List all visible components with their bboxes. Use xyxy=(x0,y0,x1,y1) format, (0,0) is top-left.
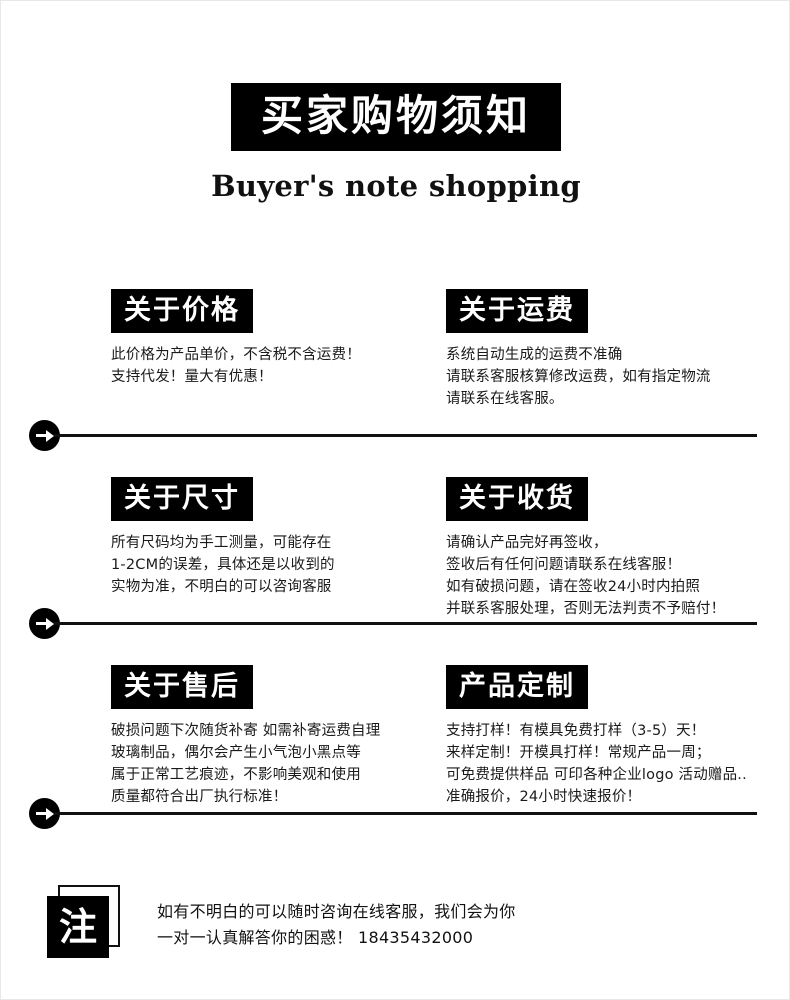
section-badge: 关于售后 xyxy=(111,665,253,709)
arrow-divider-1 xyxy=(29,420,757,452)
arrow-divider-2 xyxy=(29,608,757,640)
section-about-receiving: 关于收货 请确认产品完好再签收， 签收后有任何问题请联系在线客服！ 如有破损问题… xyxy=(446,477,771,617)
note-badge: 注 xyxy=(47,885,121,959)
section-badge: 关于运费 xyxy=(446,289,588,333)
section-body: 破损问题下次随货补寄 如需补寄运费自理 玻璃制品，偶尔会产生小气泡小黑点等 属于… xyxy=(111,723,381,805)
section-badge: 关于收货 xyxy=(446,477,588,521)
section-body: 支持打样！有模具免费打样（3-5）天！ 来样定制！开模具打样！常规产品一周； 可… xyxy=(446,723,747,805)
section-body: 此价格为产品单价，不含税不含运费！ 支持代发！量大有优惠！ xyxy=(111,347,361,385)
page-header: 买家购物须知 Buyer's note shopping xyxy=(1,1,790,203)
section-about-price: 关于价格 此价格为产品单价，不含税不含运费！ 支持代发！量大有优惠！ xyxy=(111,289,436,420)
page-subtitle: Buyer's note shopping xyxy=(211,169,581,203)
section-row-3: 关于售后 破损问题下次随货补寄 如需补寄运费自理 玻璃制品，偶尔会产生小气泡小黑… xyxy=(1,608,790,805)
page-title-badge: 买家购物须知 xyxy=(230,83,561,151)
section-badge: 产品定制 xyxy=(446,665,588,709)
section-body: 请确认产品完好再签收， 签收后有任何问题请联系在线客服！ 如有破损问题，请在签收… xyxy=(446,535,726,617)
section-after-sales: 关于售后 破损问题下次随货补寄 如需补寄运费自理 玻璃制品，偶尔会产生小气泡小黑… xyxy=(111,665,436,805)
section-badge: 关于价格 xyxy=(111,289,253,333)
divider-line xyxy=(54,622,757,625)
section-body: 所有尺码均为手工测量，可能存在 1-2CM的误差，具体还是以收到的 实物为准，不… xyxy=(111,535,335,595)
sections-grid: 关于价格 此价格为产品单价，不含税不含运费！ 支持代发！量大有优惠！ 关于运费 … xyxy=(1,289,790,829)
section-badge: 关于尺寸 xyxy=(111,477,253,521)
footer-contact-text: 如有不明白的可以随时咨询在线客服，我们会为你 一对一认真解答你的困惑！ 1843… xyxy=(157,902,516,947)
section-product-customization: 产品定制 支持打样！有模具免费打样（3-5）天！ 来样定制！开模具打样！常规产品… xyxy=(446,665,771,805)
section-row-2: 关于尺寸 所有尺码均为手工测量，可能存在 1-2CM的误差，具体还是以收到的 实… xyxy=(1,420,790,617)
note-badge-label: 注 xyxy=(47,896,109,958)
arrow-right-icon xyxy=(29,798,60,829)
divider-line xyxy=(54,434,757,437)
section-body: 系统自动生成的运费不准确 请联系客服核算修改运费，如有指定物流 请联系在线客服。 xyxy=(446,347,711,407)
section-about-size: 关于尺寸 所有尺码均为手工测量，可能存在 1-2CM的误差，具体还是以收到的 实… xyxy=(111,477,436,608)
footer-note: 注 如有不明白的可以随时咨询在线客服，我们会为你 一对一认真解答你的困惑！ 18… xyxy=(47,885,516,959)
arrow-divider-3 xyxy=(29,798,757,830)
section-about-shipping-fee: 关于运费 系统自动生成的运费不准确 请联系客服核算修改运费，如有指定物流 请联系… xyxy=(446,289,771,420)
divider-line xyxy=(54,812,757,815)
section-row-1: 关于价格 此价格为产品单价，不含税不含运费！ 支持代发！量大有优惠！ 关于运费 … xyxy=(1,289,790,420)
